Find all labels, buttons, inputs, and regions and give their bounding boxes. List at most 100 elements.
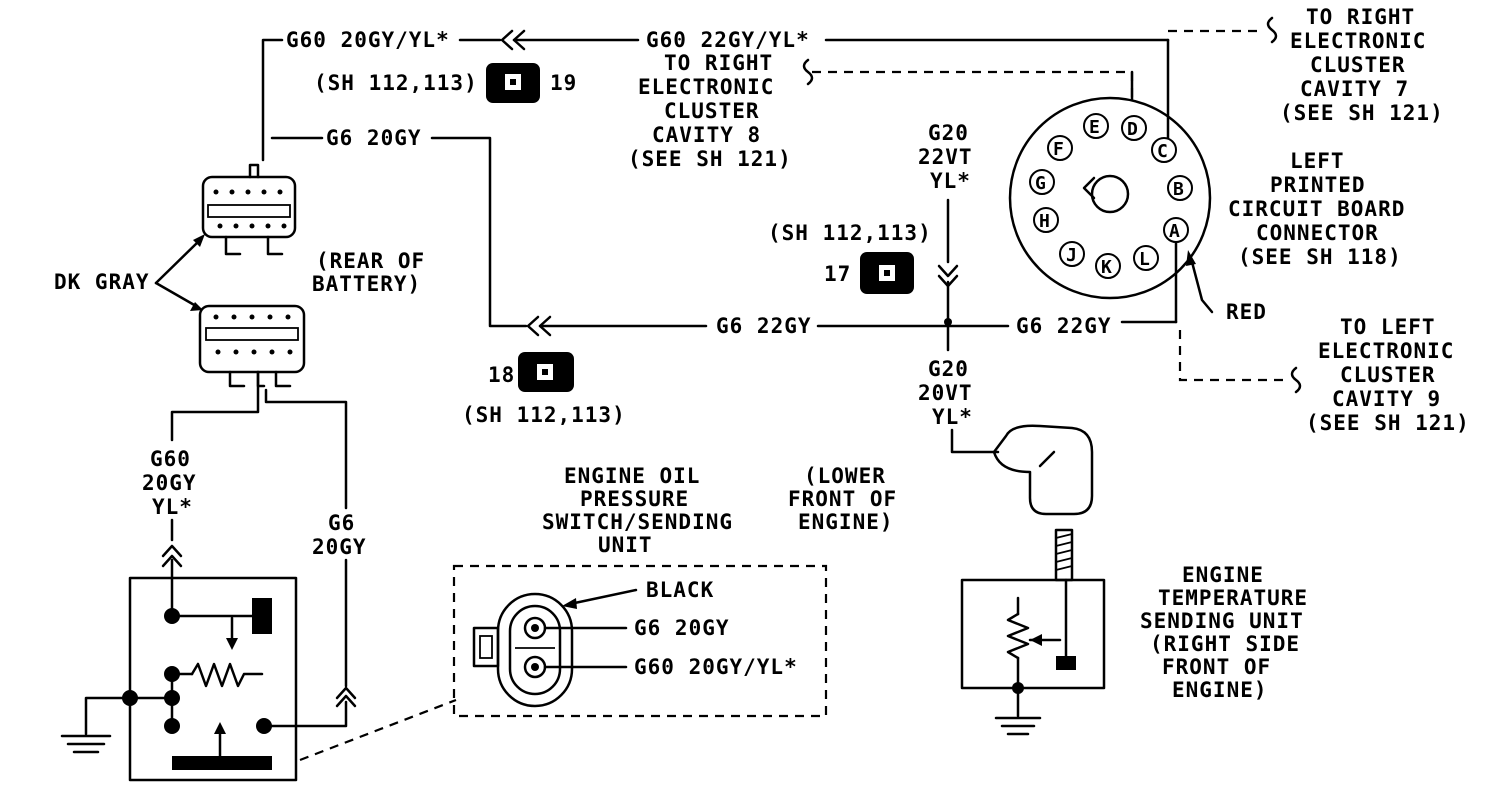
label-engine-temp-1: ENGINE — [1182, 563, 1264, 587]
label-cavity9-4: CAVITY 9 — [1332, 387, 1441, 411]
battery-connector-bottom — [198, 304, 306, 388]
label-cavity7-4: CAVITY 7 — [1300, 77, 1409, 101]
label-sh-112-113-bottom: (SH 112,113) — [462, 403, 626, 427]
label-cavity7-2: ELECTRONIC — [1290, 29, 1426, 53]
svg-text:B: B — [1173, 179, 1184, 200]
label-engine-temp-2: TEMPERATURE — [1158, 586, 1308, 610]
oil-pressure-switch-schematic — [122, 576, 298, 782]
label-cavity9-5: (SEE SH 121) — [1306, 411, 1470, 435]
pin-h: H — [1033, 207, 1059, 233]
temperature-sensor-plug — [992, 424, 1094, 516]
pin-b: B — [1167, 175, 1193, 201]
label-sh-112-113-top: (SH 112,113) — [314, 71, 478, 95]
pin-c: C — [1151, 137, 1177, 163]
label-dk-gray: DK GRAY — [54, 270, 150, 294]
label-black: BLACK — [646, 578, 714, 602]
g20-wire — [937, 70, 1134, 454]
svg-text:F: F — [1053, 139, 1064, 160]
label-g60-20gy-conn: G60 20GY/YL* — [634, 655, 798, 679]
ground-icon-left — [60, 696, 132, 754]
label-engine-oil-2: PRESSURE — [580, 487, 689, 511]
label-g6-22gy-left: G6 22GY — [716, 314, 812, 338]
label-g60-top-left: G60 20GY/YL* — [286, 28, 450, 52]
pin-j: J — [1059, 241, 1085, 267]
svg-text:J: J — [1066, 245, 1077, 266]
svg-text:E: E — [1089, 117, 1100, 138]
ground-icon-right — [994, 682, 1042, 736]
svg-text:D: D — [1127, 119, 1138, 140]
label-cavity9-1: TO LEFT — [1340, 315, 1436, 339]
label-splice-19: 19 — [550, 71, 577, 95]
label-engine-temp-5: FRONT OF — [1162, 655, 1271, 679]
label-g6-20gy-conn: G6 20GY — [634, 616, 730, 640]
temperature-sensor-schematic — [960, 578, 1106, 690]
dk-gray-arrows — [154, 234, 205, 311]
label-left-pcb-3: CIRCUIT BOARD — [1228, 197, 1405, 221]
battery-connector-top — [201, 163, 297, 256]
label-left-pcb-2: PRINTED — [1270, 173, 1366, 197]
label-g20-22vt-3: YL* — [930, 169, 971, 193]
pin-e: E — [1083, 113, 1109, 139]
svg-text:C: C — [1157, 141, 1168, 162]
label-engine-temp-4: (RIGHT SIDE — [1150, 632, 1300, 656]
svg-text:G: G — [1035, 173, 1046, 194]
label-g60-top-right: G60 22GY/YL* — [646, 28, 810, 52]
oil-pressure-connector — [472, 588, 638, 708]
pin-f: F — [1047, 135, 1073, 161]
label-cavity8-2: ELECTRONIC — [638, 75, 774, 99]
oil-connector-dashed-box — [452, 564, 828, 718]
label-g6-20gy-top: G6 20GY — [326, 126, 422, 150]
svg-text:L: L — [1139, 249, 1150, 270]
svg-text:A: A — [1169, 221, 1180, 242]
label-engine-temp-3: SENDING UNIT — [1140, 609, 1304, 633]
label-engine-temp-6: ENGINE) — [1172, 678, 1268, 702]
label-splice-17: 17 — [824, 262, 851, 286]
label-cavity9-2: ELECTRONIC — [1318, 339, 1454, 363]
label-g20-20vt-1: G20 — [928, 357, 969, 381]
label-splice-18: 18 — [488, 363, 515, 387]
label-rear-of-battery-2: BATTERY) — [312, 272, 421, 296]
left-pcb-connector — [1008, 96, 1212, 300]
label-g6-vert-2: 20GY — [312, 535, 367, 559]
label-cavity8-1: TO RIGHT — [664, 51, 773, 75]
label-cavity8-4: CAVITY 8 — [652, 123, 761, 147]
svg-text:K: K — [1101, 257, 1112, 278]
pin-k: K — [1095, 253, 1121, 279]
label-lower-front-1: (LOWER — [804, 464, 886, 488]
label-cavity7-3: CLUSTER — [1310, 53, 1406, 77]
label-g6-vert-1: G6 — [328, 511, 355, 535]
pin-a: A — [1163, 217, 1189, 243]
red-arrow — [1186, 250, 1214, 314]
label-cavity7-1: TO RIGHT — [1306, 5, 1415, 29]
label-cavity9-3: CLUSTER — [1340, 363, 1436, 387]
pin-g: G — [1029, 169, 1055, 195]
svg-text:H: H — [1039, 211, 1050, 232]
pin-d: D — [1121, 115, 1147, 141]
battery-down-wires — [161, 370, 357, 728]
label-rear-of-battery-1: (REAR OF — [316, 249, 425, 273]
label-cavity8-5: (SEE SH 121) — [628, 147, 792, 171]
label-lower-front-2: FRONT OF — [788, 487, 897, 511]
label-g20-22vt-2: 22VT — [918, 145, 973, 169]
label-g60-vert-3: YL* — [152, 495, 193, 519]
label-lower-front-3: ENGINE) — [798, 510, 894, 534]
pin-l: L — [1133, 245, 1159, 271]
label-red: RED — [1226, 300, 1267, 324]
g6-top-wire — [270, 136, 1302, 394]
label-engine-oil-4: UNIT — [598, 533, 653, 557]
temperature-sensor-thread — [1054, 528, 1074, 582]
g60-top-wire — [261, 16, 1278, 162]
label-g20-20vt-3: YL* — [932, 405, 973, 429]
label-g20-20vt-2: 20VT — [918, 381, 973, 405]
label-g60-vert-2: 20GY — [142, 471, 197, 495]
label-cavity8-3: CLUSTER — [664, 99, 760, 123]
label-engine-oil-3: SWITCH/SENDING — [542, 510, 733, 534]
label-g60-vert-1: G60 — [150, 447, 191, 471]
label-sh-112-113-mid: (SH 112,113) — [768, 221, 932, 245]
label-left-pcb-1: LEFT — [1290, 149, 1345, 173]
label-g20-22vt-1: G20 — [928, 121, 969, 145]
label-left-pcb-4: CONNECTOR — [1256, 221, 1379, 245]
label-g6-22gy-right: G6 22GY — [1016, 314, 1112, 338]
label-left-pcb-5: (SEE SH 118) — [1238, 245, 1402, 269]
